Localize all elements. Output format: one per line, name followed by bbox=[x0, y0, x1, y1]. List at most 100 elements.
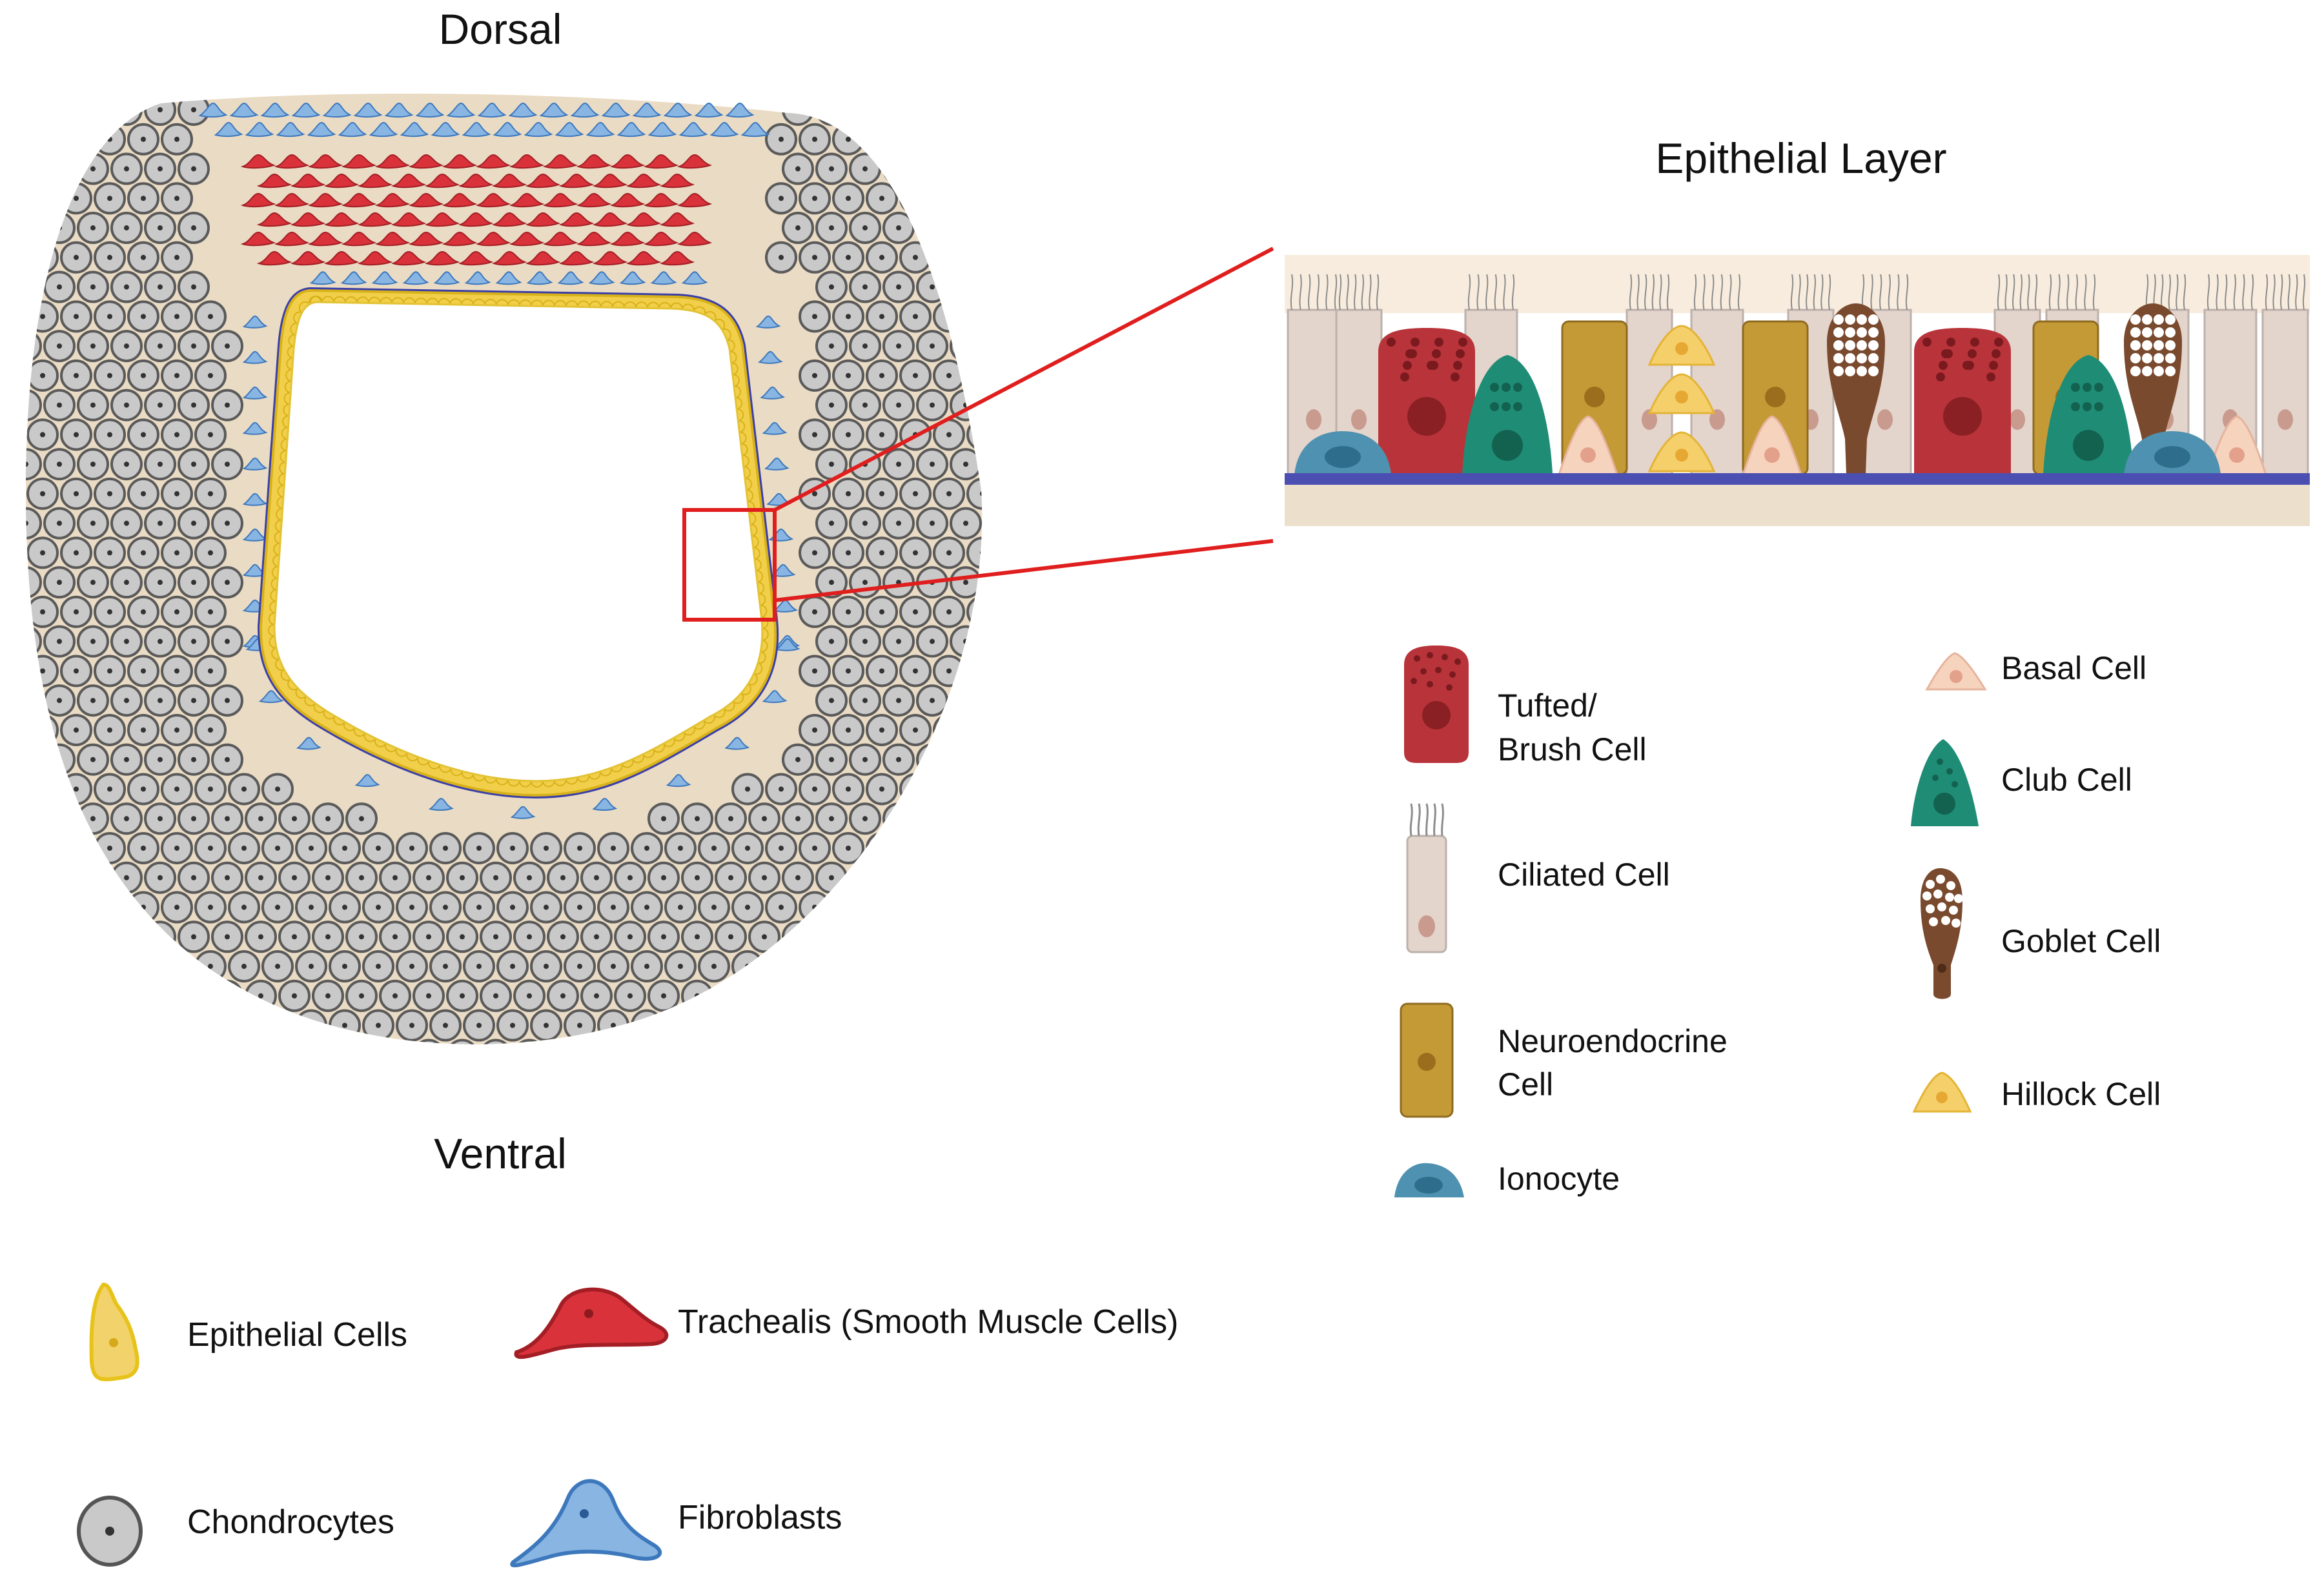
chondrocyte bbox=[127, 477, 159, 510]
chondrocyte bbox=[94, 182, 126, 215]
chondrocyte bbox=[60, 477, 92, 510]
chondrocyte bbox=[60, 655, 92, 687]
chondrocyte bbox=[916, 507, 948, 540]
chondrocyte bbox=[849, 802, 881, 835]
chondrocyte bbox=[26, 94, 42, 126]
smooth-muscle-cell bbox=[442, 154, 478, 169]
chondrocyte bbox=[178, 979, 210, 1012]
chondrocyte bbox=[77, 1039, 109, 1044]
chondrocyte bbox=[832, 713, 864, 746]
fibroblast bbox=[371, 271, 398, 285]
chondrocyte bbox=[26, 713, 59, 746]
smooth-muscle-cell bbox=[558, 173, 595, 188]
chondrocyte bbox=[94, 123, 126, 156]
chondrocyte bbox=[815, 389, 848, 422]
chondrocyte bbox=[799, 773, 831, 806]
smooth-muscle-cell bbox=[408, 154, 444, 169]
smooth-muscle-cell bbox=[274, 154, 310, 169]
smooth-muscle-cell bbox=[341, 192, 377, 208]
chondrocyte bbox=[94, 241, 126, 274]
chondrocyte bbox=[278, 802, 311, 835]
chondrocyte bbox=[26, 920, 42, 953]
chondrocyte bbox=[245, 861, 277, 894]
chondrocyte bbox=[178, 270, 210, 303]
fibroblast bbox=[526, 271, 553, 285]
chondrocyte bbox=[26, 891, 59, 924]
lumen bbox=[273, 301, 764, 782]
chondrocyte bbox=[765, 182, 797, 215]
chondrocyte bbox=[463, 1009, 495, 1042]
chondrocyte bbox=[916, 625, 948, 658]
chondrocyte bbox=[261, 773, 294, 806]
legend-neuroendocrine-line2: Cell bbox=[1498, 1066, 1553, 1103]
chondrocyte bbox=[815, 920, 848, 953]
smooth-muscle-cell bbox=[558, 250, 595, 266]
chondrocyte bbox=[178, 861, 210, 894]
fibroblast bbox=[242, 528, 268, 542]
chondrocyte bbox=[178, 1039, 210, 1044]
chondrocyte bbox=[94, 359, 126, 392]
chondrocyte bbox=[882, 684, 915, 717]
smooth-muscle-cell bbox=[509, 154, 545, 169]
chondrocyte bbox=[731, 1009, 764, 1042]
chondrocyte bbox=[43, 979, 76, 1012]
chondrocyte bbox=[110, 330, 143, 363]
fibroblast bbox=[632, 102, 662, 118]
chondrocyte bbox=[597, 1009, 629, 1042]
chondrocyte bbox=[866, 1009, 898, 1042]
chondrocyte bbox=[815, 94, 848, 126]
chondrocyte bbox=[60, 536, 92, 569]
chondrocyte bbox=[228, 1009, 260, 1042]
smooth-muscle-cell bbox=[475, 154, 511, 169]
chondrocyte bbox=[966, 536, 983, 569]
chondrocyte bbox=[379, 979, 411, 1012]
chondrocyte bbox=[715, 1039, 747, 1044]
chondrocyte bbox=[194, 536, 227, 569]
chondrocyte bbox=[966, 477, 983, 510]
chondrocyte bbox=[211, 507, 243, 540]
chondrocyte bbox=[882, 152, 915, 185]
chondrocyte bbox=[866, 773, 898, 806]
fibroblast bbox=[619, 271, 646, 285]
smooth-muscle-cell bbox=[442, 192, 478, 208]
fibroblast bbox=[242, 315, 268, 329]
chondrocyte bbox=[127, 418, 159, 451]
chondrocyte bbox=[882, 1039, 915, 1044]
chondrocyte bbox=[245, 802, 277, 835]
chondrocyte bbox=[614, 920, 646, 953]
chondrocyte bbox=[748, 979, 780, 1012]
chondrocyte bbox=[513, 979, 545, 1012]
chondrocyte bbox=[916, 270, 948, 303]
chondrocyte bbox=[77, 94, 109, 126]
fibroblast bbox=[647, 121, 677, 137]
chondrocyte bbox=[916, 684, 948, 717]
smooth-muscle-cell bbox=[290, 250, 326, 266]
chondrocyte bbox=[950, 566, 982, 599]
fibroblast bbox=[258, 690, 284, 704]
chondrocyte bbox=[94, 418, 126, 451]
chondrocyte bbox=[77, 212, 109, 245]
chondrocyte bbox=[765, 891, 797, 924]
fibroblast bbox=[307, 121, 336, 137]
chondrocyte bbox=[211, 330, 243, 363]
fibroblast bbox=[762, 422, 788, 435]
fibroblast bbox=[242, 457, 268, 471]
chondrocyte bbox=[26, 861, 42, 894]
chondrocyte bbox=[933, 891, 965, 924]
fibroblast bbox=[524, 121, 553, 137]
chondrocyte bbox=[631, 891, 663, 924]
chondrocyte bbox=[194, 477, 227, 510]
chondrocyte bbox=[496, 891, 529, 924]
smooth-muscle-cell bbox=[458, 250, 494, 266]
chondrocyte bbox=[178, 743, 210, 776]
chondrocyte bbox=[161, 1009, 193, 1042]
smooth-muscle-cell bbox=[374, 231, 411, 247]
chondrocyte bbox=[278, 979, 311, 1012]
chondrocyte bbox=[144, 684, 176, 717]
fibroblast bbox=[663, 102, 693, 118]
chondrocyte bbox=[916, 1039, 948, 1044]
chondrocyte bbox=[446, 920, 478, 953]
smooth-muscle-cell bbox=[240, 231, 276, 247]
panel-basal-cell bbox=[2206, 415, 2268, 476]
chondrocyte bbox=[950, 625, 982, 658]
